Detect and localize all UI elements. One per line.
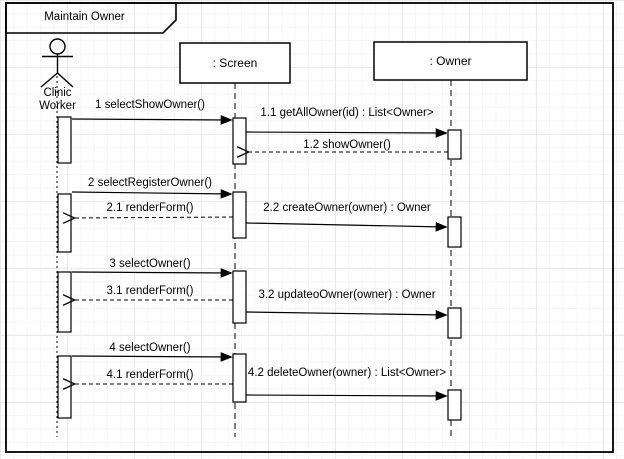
message-label-4-2[interactable]: 4.2 deleteOwner(owner) : List<Owner> [247,367,447,379]
actor-label-line1: Clinic [43,87,72,99]
return-arrow-2-1[interactable] [73,217,234,218]
message-label-2-2[interactable]: 2.2 createOwner(owner) : Owner [263,202,431,214]
actor-figure-clinic-worker[interactable] [40,38,74,88]
frame-title: Maintain Owner [44,11,125,23]
activation-owner-4[interactable] [447,389,462,421]
activation-actor-1[interactable] [57,116,72,164]
actor-label-clinic-worker: Clinic Worker [27,87,88,113]
message-label-1-1[interactable]: 1.1 getAllOwner(id) : List<Owner> [260,107,434,119]
activation-screen-1[interactable] [232,117,247,165]
message-label-3-1[interactable]: 3.1 renderForm() [106,285,194,297]
message-arrow-1-1[interactable] [245,128,448,138]
message-label-4-1[interactable]: 4.1 renderForm() [106,369,194,381]
sequence-frame[interactable] [5,2,614,453]
activation-actor-4[interactable] [57,355,72,419]
message-label-3-2[interactable]: 3.2 updateoOwner(owner) : Owner [258,289,436,301]
activation-screen-4[interactable] [232,353,247,403]
message-label-1-2[interactable]: 1.2 showOwner() [303,139,391,151]
object-label-owner: : Owner [429,53,472,68]
activation-actor-2[interactable] [57,193,72,253]
message-arrow-4-2[interactable] [245,391,448,401]
object-label-screen: : Screen [212,55,258,70]
message-label-1[interactable]: 1 selectShowOwner() [95,99,205,111]
actor-label-line2: Worker [39,100,76,112]
object-box-screen[interactable] [179,42,291,84]
message-arrow-1[interactable] [71,115,233,125]
message-label-2-1[interactable]: 2.1 renderForm() [106,202,194,214]
message-arrow-2[interactable] [71,189,233,199]
message-label-3[interactable]: 3 selectOwner() [109,258,191,270]
message-arrow-2-2[interactable] [245,221,448,232]
activation-actor-3[interactable] [57,271,72,333]
activation-owner-3[interactable] [447,307,462,339]
message-label-4[interactable]: 4 selectOwner() [109,342,191,354]
message-arrow-4[interactable] [71,352,233,362]
activation-owner-1[interactable] [447,129,462,160]
activation-screen-2[interactable] [232,191,247,239]
message-arrow-3[interactable] [71,268,233,278]
activation-owner-2[interactable] [447,216,462,248]
object-box-owner[interactable] [373,41,528,81]
message-label-2[interactable]: 2 selectRegisterOwner() [88,177,212,189]
message-arrow-3-2[interactable] [245,310,448,320]
activation-screen-3[interactable] [232,270,247,324]
